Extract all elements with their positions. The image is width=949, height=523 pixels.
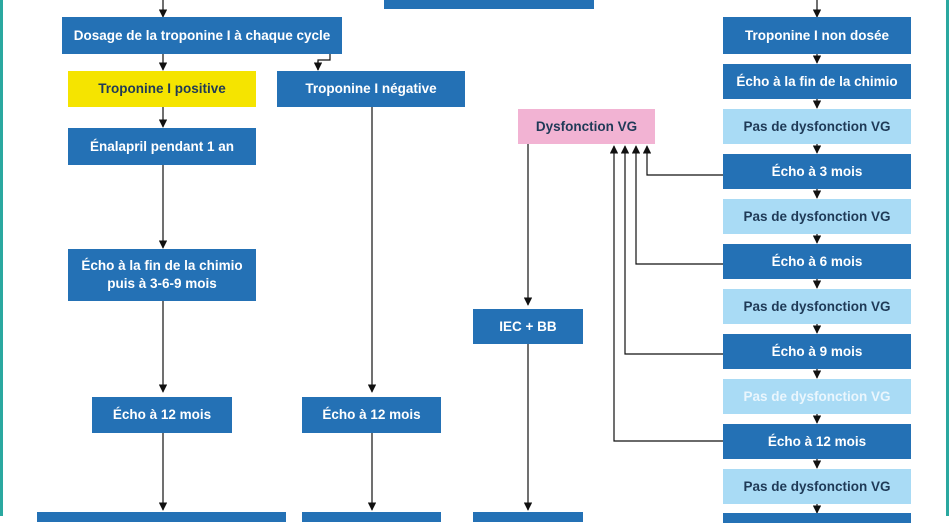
feedback-echo-6 — [631, 145, 723, 265]
echo-fin-chimio-right-box: Écho à la fin de la chimio — [723, 64, 911, 99]
troponine-non-dosee-box: Troponine I non dosée — [723, 17, 911, 54]
echo-fin-line-2: puis à 3-6-9 mois — [107, 276, 217, 291]
cut-off-bottom-box-a — [37, 512, 286, 522]
echo-9-mois-box: Écho à 9 mois — [723, 334, 911, 369]
pas-dysfonction-box-5: Pas de dysfonction VG — [723, 469, 911, 504]
echo-12-mois-right-box: Écho à 12 mois — [723, 424, 911, 459]
enalapril-box: Énalapril pendant 1 an — [68, 128, 256, 165]
pas-dysfonction-box-1: Pas de dysfonction VG — [723, 109, 911, 144]
dosage-troponine-box: Dosage de la troponine I à chaque cycle — [62, 17, 342, 54]
echo-12-mois-box-a: Écho à 12 mois — [92, 397, 232, 433]
pas-dysfonction-box-4: Pas de dysfonction VG — [723, 379, 911, 414]
echo-fin-line-1: Écho à la fin de la chimio — [81, 258, 243, 273]
iec-bb-box: IEC + BB — [473, 309, 583, 344]
pas-dysfonction-box-2: Pas de dysfonction VG — [723, 199, 911, 234]
cut-off-bottom-box-d — [723, 513, 911, 523]
feedback-echo-3 — [642, 145, 723, 176]
cut-off-bottom-box-c — [473, 512, 583, 522]
echo-6-mois-box: Écho à 6 mois — [723, 244, 911, 279]
dysfonction-vg-box: Dysfonction VG — [518, 109, 655, 144]
feedback-echo-12 — [609, 145, 723, 442]
troponine-positive-box: Troponine I positive — [68, 71, 256, 107]
line-dosage-to-negative — [317, 54, 331, 70]
cut-off-top-box — [384, 0, 594, 9]
cut-off-bottom-box-b — [302, 512, 441, 522]
echo-12-mois-box-b: Écho à 12 mois — [302, 397, 441, 433]
troponine-negative-box: Troponine I négative — [277, 71, 465, 107]
echo-fin-chimio-box: Écho à la fin de la chimio puis à 3-6-9 … — [68, 249, 256, 301]
feedback-echo-9 — [620, 145, 723, 355]
echo-3-mois-box: Écho à 3 mois — [723, 154, 911, 189]
pas-dysfonction-box-3: Pas de dysfonction VG — [723, 289, 911, 324]
